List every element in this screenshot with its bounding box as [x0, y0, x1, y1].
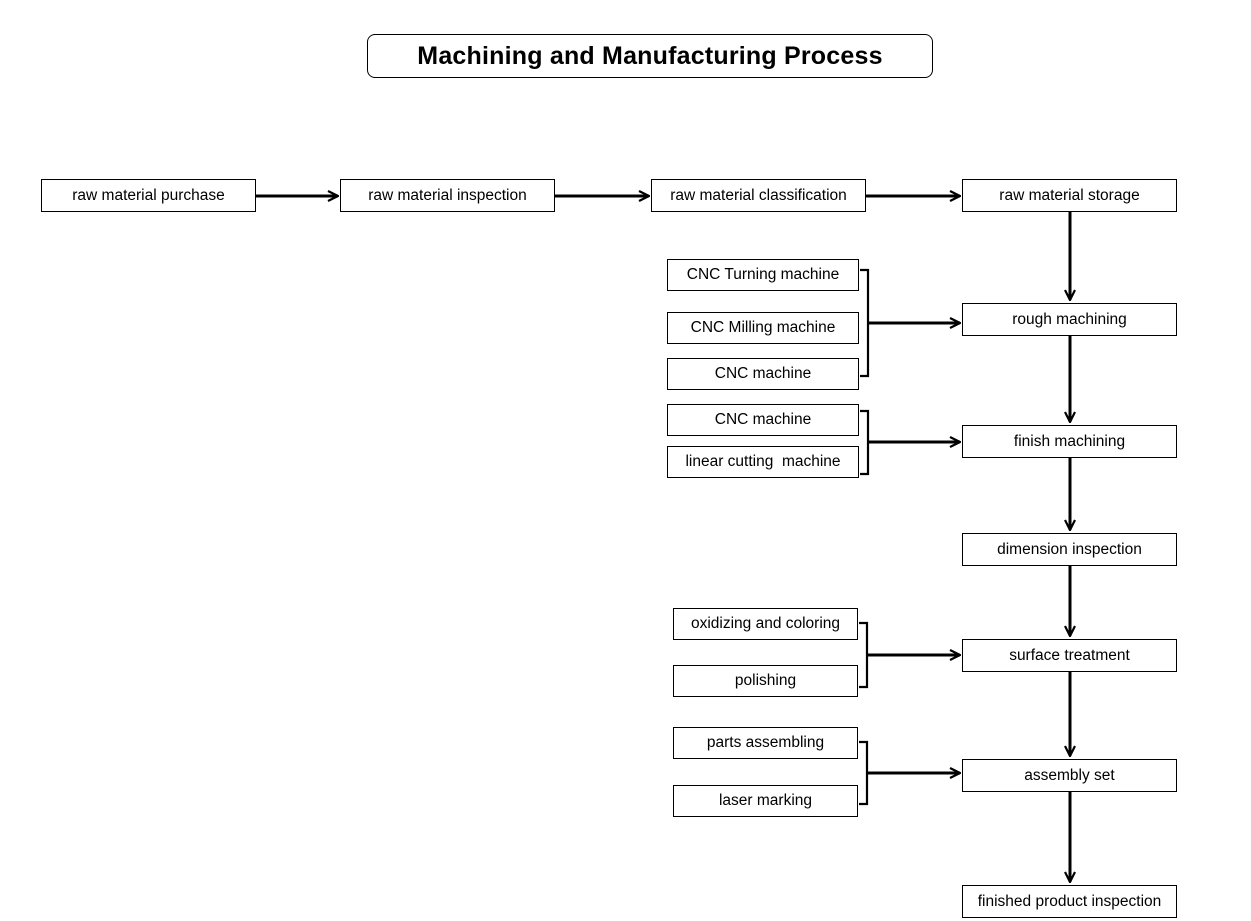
raw-material-purchase-box: raw material purchase	[41, 179, 256, 212]
surface-treatment-box: surface treatment	[962, 639, 1177, 672]
raw-material-classification-box: raw material classification	[651, 179, 866, 212]
bracket-assembly	[859, 740, 869, 806]
bracket-surface	[859, 621, 869, 689]
raw-material-inspection-box: raw material inspection	[340, 179, 555, 212]
rough-machining-box: rough machining	[962, 303, 1177, 336]
assembly-set-box: assembly set	[962, 759, 1177, 792]
dimension-inspection-box: dimension inspection	[962, 533, 1177, 566]
bracket-finish	[860, 409, 870, 476]
polishing-box: polishing	[673, 665, 858, 697]
diagram-title: Machining and Manufacturing Process	[367, 34, 933, 78]
laser-marking-box: laser marking	[673, 785, 858, 817]
cnc-machine-box-rough: CNC machine	[667, 358, 859, 390]
finish-machining-box: finish machining	[962, 425, 1177, 458]
finished-product-inspection-box: finished product inspection	[962, 885, 1177, 918]
linear-cutting-machine-box: linear cutting machine	[667, 446, 859, 478]
raw-material-storage-box: raw material storage	[962, 179, 1177, 212]
bracket-rough	[860, 268, 870, 378]
cnc-machine-box-finish: CNC machine	[667, 404, 859, 436]
cnc-milling-machine-box: CNC Milling machine	[667, 312, 859, 344]
cnc-turning-machine-box: CNC Turning machine	[667, 259, 859, 291]
oxidizing-and-coloring-box: oxidizing and coloring	[673, 608, 858, 640]
parts-assembling-box: parts assembling	[673, 727, 858, 759]
